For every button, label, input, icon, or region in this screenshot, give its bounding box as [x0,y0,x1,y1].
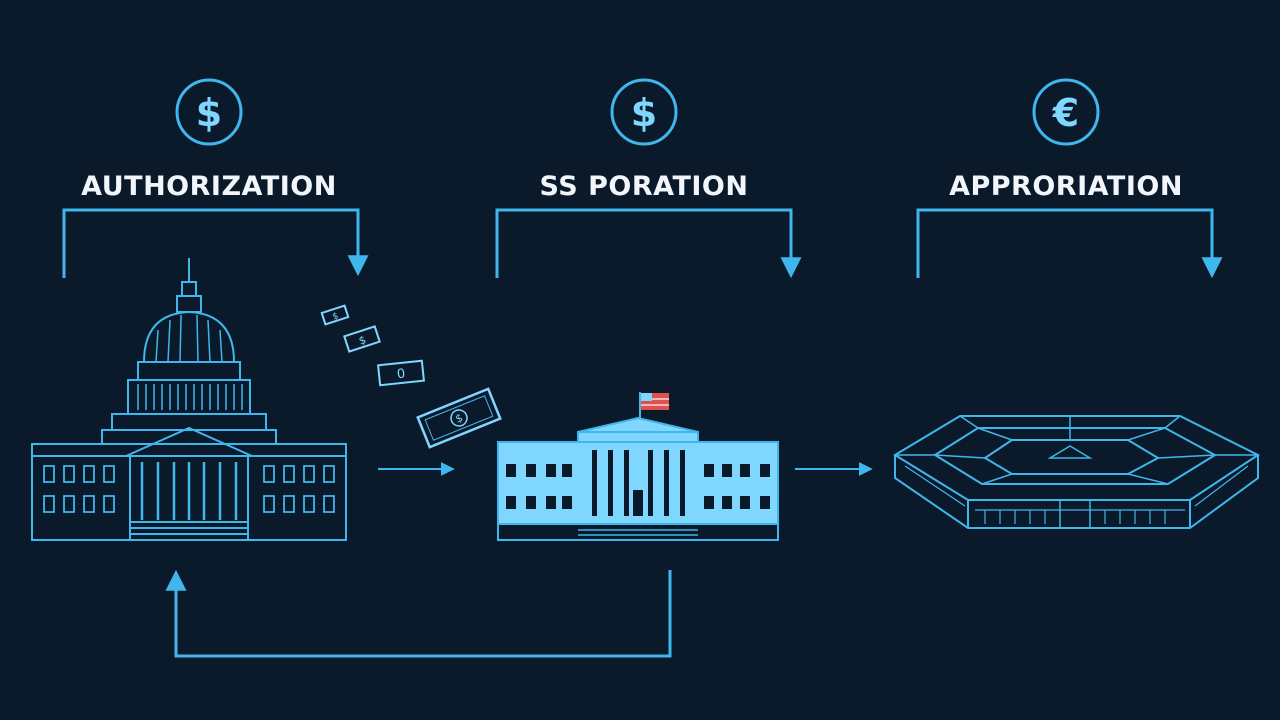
euro-coin-icon: € [1032,78,1100,146]
svg-text:$: $ [631,91,657,135]
bracket-arrow [916,208,1223,279]
return-arrow [165,569,672,658]
white-house-icon [497,392,779,541]
bracket-arrow [495,208,802,279]
money-bill-icon: $ [416,387,502,449]
stage-label-approriation: APPRORIATION [949,171,1183,202]
svg-text:€: € [1052,91,1079,135]
pentagon-building-icon [893,415,1260,529]
svg-text:$: $ [357,333,368,348]
svg-text:$: $ [454,411,465,426]
bracket-arrow [62,208,369,278]
svg-text:0: 0 [396,367,406,383]
money-bill-icon: 0 [376,359,426,387]
money-bill-icon: $ [343,325,381,353]
capitol-building-icon [31,258,347,541]
dollar-coin-icon: $ [610,78,678,146]
money-bill-icon: $ [320,304,350,326]
stage-label-ss-poration: SS PORATION [539,171,749,202]
dollar-coin-icon: $ [175,78,243,146]
svg-text:$: $ [196,91,222,135]
svg-text:$: $ [331,311,340,322]
stage-label-authorization: AUTHORIZATION [81,171,337,202]
